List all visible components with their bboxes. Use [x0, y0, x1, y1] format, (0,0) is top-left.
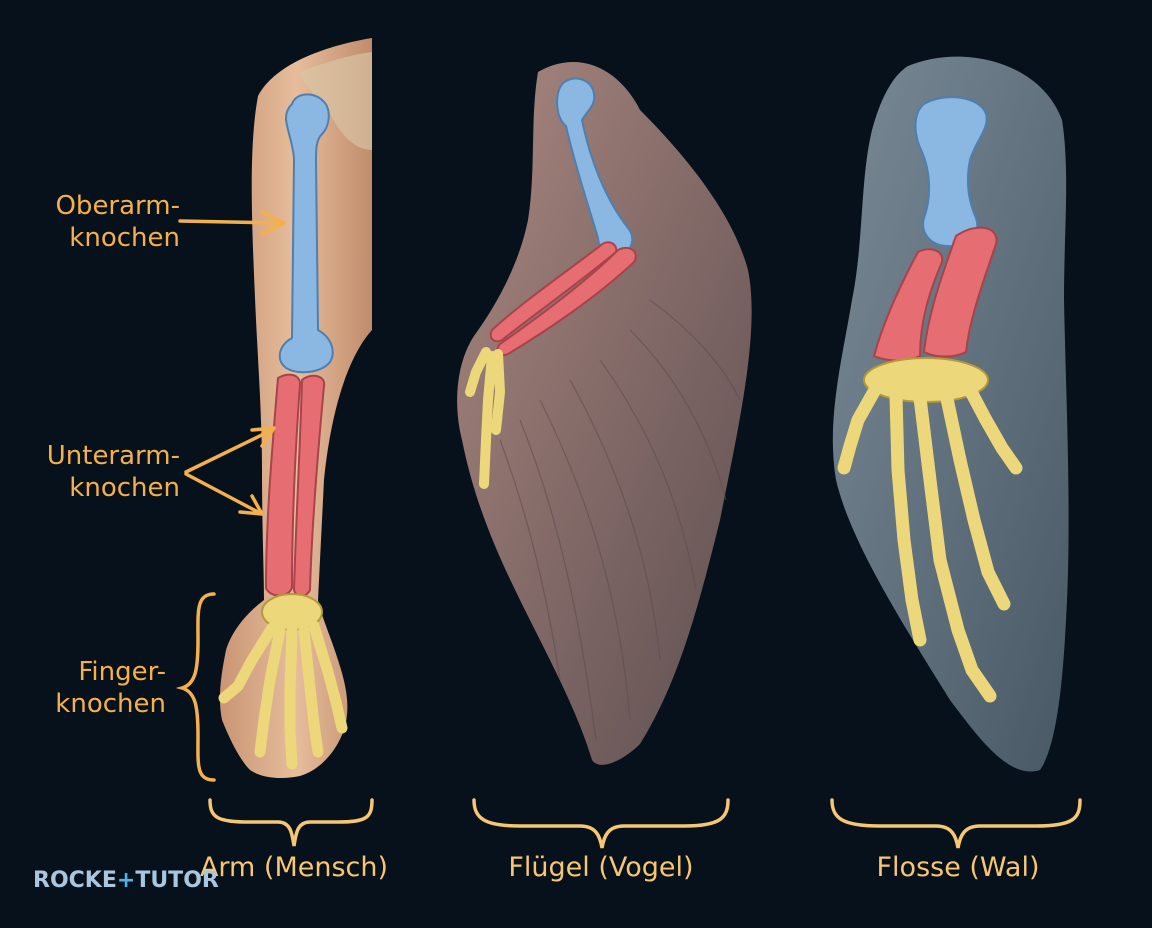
label-forearm-line1: Unterarm-: [46, 441, 180, 471]
brand-logo-plus: +: [116, 868, 136, 893]
whale-ulna: [922, 226, 998, 358]
human-finger-bones: [218, 620, 348, 770]
bird-finger-bones: [465, 347, 506, 489]
brand-logo-right: TUTOR: [135, 868, 219, 893]
bird-wing: [457, 62, 752, 765]
brand-logo: ROCKE+TUTOR: [33, 868, 219, 893]
label-fingers-line2: knochen: [55, 689, 166, 719]
label-humerus: Oberarm- knochen: [30, 190, 180, 254]
human-humerus: [278, 93, 334, 374]
whale-flipper: [832, 56, 1069, 772]
label-humerus-line1: Oberarm-: [55, 191, 180, 221]
caption-human-arm: Arm (Mensch): [199, 852, 389, 883]
bird-humerus: [556, 77, 634, 256]
label-forearm-line2: knochen: [69, 473, 180, 503]
finger-brace: [175, 592, 216, 782]
label-fingers-line1: Finger-: [78, 657, 166, 687]
label-fingers: Finger- knochen: [30, 656, 166, 720]
human-shoulder-blade: [300, 52, 372, 150]
human-ulna: [292, 374, 326, 597]
caption-whale-flipper: Flosse (Wal): [876, 852, 1040, 883]
whale-radius: [872, 248, 944, 362]
bird-radius: [489, 241, 618, 343]
caption-braces: [208, 798, 1082, 849]
label-forearm: Unterarm- knochen: [20, 440, 180, 504]
whale-finger-bones: [837, 379, 1023, 703]
label-humerus-line2: knochen: [69, 223, 180, 253]
annotation-arrows: [178, 210, 286, 516]
caption-bird-wing: Flügel (Vogel): [508, 852, 694, 883]
wing-feathers: [457, 62, 752, 765]
brand-logo-left: ROCKE: [33, 868, 117, 893]
wing-feather-lines: [499, 299, 741, 741]
bird-ulna: [496, 246, 637, 356]
human-arm: [218, 38, 372, 778]
